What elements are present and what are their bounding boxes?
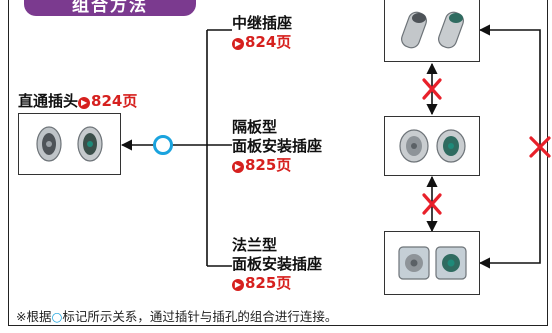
connector-photo-icon — [437, 11, 464, 49]
straight-plug-label: 直通插头▶824页 — [18, 92, 138, 110]
page-ref-arrow-icon: ▶ — [232, 38, 244, 50]
incompatible-cross-icon — [529, 136, 551, 158]
relay-flange-bracket — [478, 24, 541, 269]
connector-photo-icon — [77, 126, 103, 162]
page-ref-arrow-icon: ▶ — [232, 161, 244, 173]
connector-photo-icon — [435, 129, 466, 163]
connector-photo-icon — [36, 126, 62, 162]
flange-socket-label: 法兰型 面板安装插座 ▶825页 — [232, 236, 323, 292]
connector-photo-icon — [400, 11, 427, 49]
connector-photo-icon — [434, 246, 467, 280]
bulkhead-socket-box — [384, 116, 480, 176]
bulkhead-socket-label: 隔板型 面板安装插座 ▶825页 — [232, 118, 323, 174]
relay-socket-box — [384, 0, 480, 62]
section-title: 组合方法 — [72, 0, 148, 16]
incompatible-cross-icon — [422, 193, 442, 215]
page-ref-arrow-icon: ▶ — [232, 279, 244, 291]
page-ref-arrow-icon: ▶ — [78, 97, 91, 109]
section-title-tab: 组合方法 — [24, 0, 196, 16]
straight-plug-page: 824页 — [91, 92, 138, 110]
compatible-circle-icon: ○ — [51, 309, 63, 324]
relay-socket-page: 824页 — [245, 33, 292, 51]
flange-socket-page: 825页 — [245, 274, 292, 292]
connector-photo-icon — [397, 246, 430, 280]
compatible-circle-icon — [153, 135, 173, 155]
relay-socket-label: 中继插座 ▶824页 — [232, 14, 293, 51]
incompatible-cross-icon — [422, 78, 442, 100]
content-frame — [8, 0, 548, 326]
footnote: ※根据○标记所示关系，通过插针与插孔的组合进行连接。 — [16, 309, 338, 324]
connector-photo-icon — [398, 129, 429, 163]
bulkhead-socket-page: 825页 — [245, 156, 292, 174]
flange-socket-box — [384, 231, 480, 295]
straight-plug-box — [18, 113, 121, 175]
